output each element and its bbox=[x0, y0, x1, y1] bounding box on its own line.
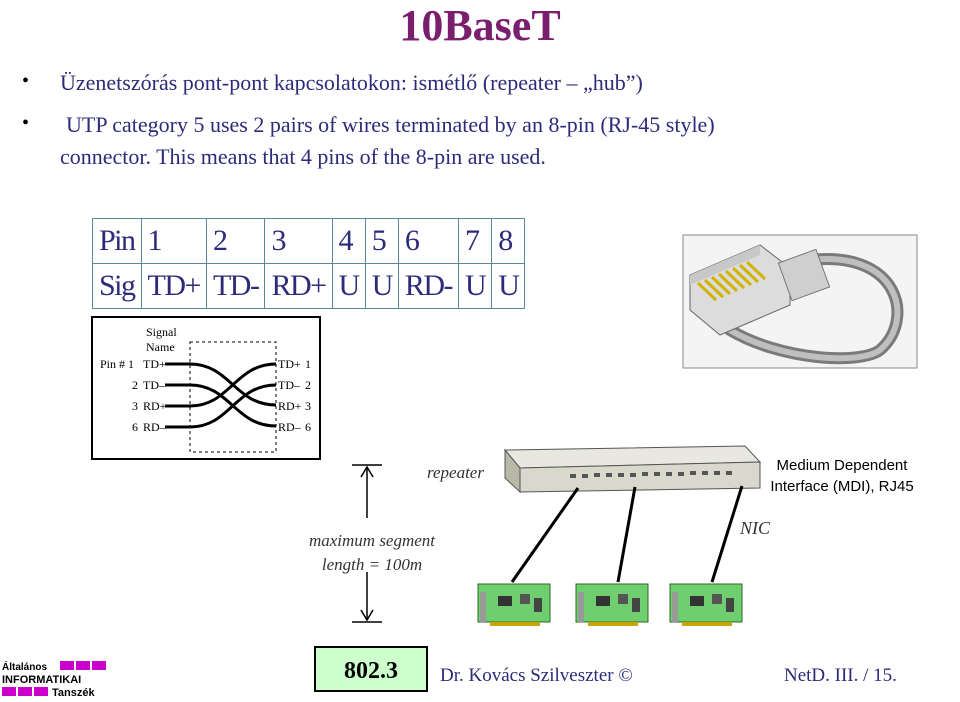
nic-card bbox=[669, 583, 743, 626]
bullet-hub-text: Üzenetszórás pont-pont kapcsolatokon: is… bbox=[60, 70, 643, 95]
logo-line2: INFORMATIKAI bbox=[2, 674, 81, 686]
right-pin-label: 2 bbox=[305, 378, 311, 392]
table-cell: 8 bbox=[491, 218, 526, 264]
bullet-marker: • bbox=[22, 70, 30, 92]
left-signal-label: TD+ bbox=[143, 357, 166, 371]
right-signal-label: TD+ bbox=[278, 357, 301, 371]
left-signal-label: TD– bbox=[143, 378, 166, 392]
segment-length-label-line2: length = 100m bbox=[322, 555, 422, 574]
table-cell: 1 bbox=[140, 218, 207, 264]
table-cell: U bbox=[331, 263, 366, 309]
table-cell: RD+ bbox=[264, 263, 333, 309]
table-cell: 7 bbox=[458, 218, 493, 264]
right-signal-label: TD– bbox=[278, 378, 301, 392]
rj45-connector-image bbox=[682, 234, 918, 369]
segment-length-arrow bbox=[352, 464, 382, 623]
signal-header-line1: Signal bbox=[146, 325, 177, 339]
mdi-label-line1: Medium Dependent bbox=[777, 457, 909, 474]
table-cell: 2 bbox=[205, 218, 266, 264]
bullet-utp-text: UTP category 5 uses 2 pairs of wires ter… bbox=[66, 112, 715, 137]
right-pin-label: 1 bbox=[305, 357, 311, 371]
repeater-label: repeater bbox=[427, 463, 484, 482]
table-row: Sig TD+ TD- RD+ U U RD- U U bbox=[92, 263, 526, 309]
right-pin-label: 6 bbox=[305, 420, 311, 434]
nic-card bbox=[477, 583, 551, 626]
nic-card bbox=[575, 583, 649, 626]
left-signal-label: RD– bbox=[143, 420, 167, 434]
pin-assignment-table: Pin 1 2 3 4 5 6 7 8 Sig TD+ TD- RD+ U U … bbox=[92, 218, 526, 309]
left-pin-label: 6 bbox=[132, 420, 138, 434]
footer-page-number: NetD. III. / 15. bbox=[784, 665, 897, 686]
standard-badge: 802.3 bbox=[314, 646, 428, 692]
table-cell: TD+ bbox=[140, 263, 207, 309]
bullet-marker: • bbox=[22, 112, 30, 134]
crossover-wiring-diagram: Signal Name Pin # 1 TD+ 2 TD– 3 RD+ 6 RD… bbox=[91, 316, 321, 460]
table-cell: Sig bbox=[92, 263, 142, 309]
logo-line3: Tanszék bbox=[52, 687, 95, 699]
hub-to-nic-cables bbox=[510, 485, 744, 583]
bullet-utp-text-continued: connector. This means that 4 pins of the… bbox=[60, 144, 546, 169]
table-cell: U bbox=[364, 263, 399, 309]
table-cell: TD- bbox=[205, 263, 266, 309]
mdi-label-line2: Interface (MDI), RJ45 bbox=[770, 478, 913, 495]
table-cell: U bbox=[458, 263, 493, 309]
nic-label: NIC bbox=[739, 518, 771, 538]
right-pin-label: 3 bbox=[305, 399, 311, 413]
table-cell: 3 bbox=[264, 218, 333, 264]
left-pin-label: 2 bbox=[132, 378, 138, 392]
repeater-hub-device bbox=[503, 445, 762, 494]
left-signal-label: RD+ bbox=[143, 399, 167, 413]
left-pin-label: Pin # 1 bbox=[100, 357, 134, 371]
signal-header-line2: Name bbox=[146, 340, 175, 354]
department-logo-graphic bbox=[2, 661, 106, 696]
table-cell: U bbox=[491, 263, 526, 309]
segment-length-label-line1: maximum segment bbox=[309, 531, 436, 550]
table-row: Pin 1 2 3 4 5 6 7 8 bbox=[92, 218, 526, 264]
logo-line1: Általános bbox=[2, 660, 47, 673]
table-cell: RD- bbox=[397, 263, 460, 309]
left-pin-label: 3 bbox=[132, 399, 138, 413]
footer-author: Dr. Kovács Szilveszter © bbox=[440, 665, 633, 686]
slide-title: 10BaseT bbox=[399, 1, 561, 50]
right-signal-label: RD+ bbox=[278, 399, 302, 413]
right-signal-label: RD– bbox=[278, 420, 302, 434]
